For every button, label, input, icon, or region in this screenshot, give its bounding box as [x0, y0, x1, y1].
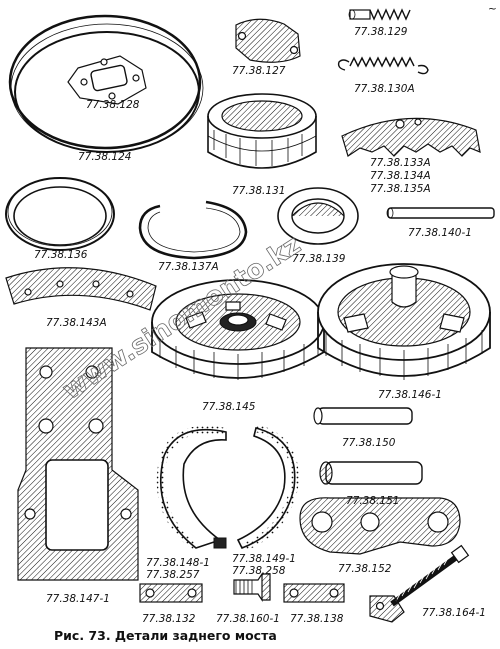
- label-77-38-124: 77.38.124: [78, 151, 131, 163]
- part-bolt-160: [233, 572, 271, 602]
- label-77-38-134a: 77.38.134А: [370, 170, 431, 182]
- label-77-38-131: 77.38.131: [232, 185, 285, 197]
- label-77-38-149-1: 77.38.149-1: [232, 553, 296, 565]
- part-band-149: [236, 424, 299, 552]
- part-pin-140: [386, 207, 495, 219]
- label-77-38-257: 77.38.257: [146, 569, 200, 581]
- label-77-38-146-1: 77.38.146-1: [378, 389, 442, 401]
- part-gasket-128: [67, 55, 147, 105]
- part-shaft-151: [319, 461, 423, 485]
- part-drum-131: [207, 93, 317, 169]
- label-77-38-130a: 77.38.130А: [354, 83, 415, 95]
- part-plate-138: [283, 583, 345, 603]
- part-plate-132: [139, 583, 203, 603]
- label-77-38-164-1: 77.38.164-1: [422, 607, 486, 619]
- part-plate-133a: [341, 117, 481, 157]
- label-77-38-137a: 77.38.137А: [158, 261, 219, 273]
- part-ring-124: [8, 14, 204, 153]
- label-77-38-145: 77.38.145: [202, 401, 256, 413]
- label-77-38-258: 77.38.258: [232, 565, 286, 577]
- part-pin-150: [313, 407, 413, 425]
- part-housing-146: [317, 263, 491, 380]
- label-77-38-140-1: 77.38.140-1: [408, 227, 472, 239]
- label-77-38-148-1: 77.38.148-1: [146, 557, 210, 569]
- label-77-38-150: 77.38.150: [342, 437, 396, 449]
- part-cap-127: [235, 18, 301, 63]
- label-77-38-135a: 77.38.135А: [370, 183, 431, 195]
- label-77-38-151: 77.38.151: [346, 495, 399, 507]
- label-77-38-139: 77.38.139: [292, 253, 346, 265]
- part-band-148: [156, 425, 227, 552]
- label-77-38-136: 77.38.136: [34, 249, 88, 261]
- label-77-38-147-1: 77.38.147-1: [46, 593, 110, 605]
- part-housing-145: [151, 279, 325, 380]
- label-77-38-127: 77.38.127: [232, 65, 286, 77]
- part-spring-130a: [337, 56, 429, 75]
- label-77-38-128: 77.38.128: [86, 99, 140, 111]
- part-screw-164: [369, 544, 470, 623]
- part-link-152: [299, 497, 461, 555]
- label-77-38-132: 77.38.132: [142, 613, 196, 625]
- figure-caption: Рис. 73. Детали заднего моста: [54, 628, 277, 643]
- label-77-38-133a: 77.38.133А: [370, 157, 431, 169]
- part-snap-ring-137a: [138, 200, 248, 260]
- label-77-38-138: 77.38.138: [290, 613, 344, 625]
- part-washer-139: [277, 187, 359, 245]
- part-ring-136: [5, 177, 115, 251]
- label-77-38-143a: 77.38.143А: [46, 317, 107, 329]
- part-arc-143a: [5, 267, 157, 311]
- corner-mark: ~: [488, 3, 497, 15]
- label-77-38-152: 77.38.152: [338, 563, 392, 575]
- label-77-38-129: 77.38.129: [354, 26, 408, 38]
- part-gasket-147: [17, 347, 139, 581]
- label-77-38-160-1: 77.38.160-1: [216, 613, 280, 625]
- part-spring-129: [348, 8, 411, 21]
